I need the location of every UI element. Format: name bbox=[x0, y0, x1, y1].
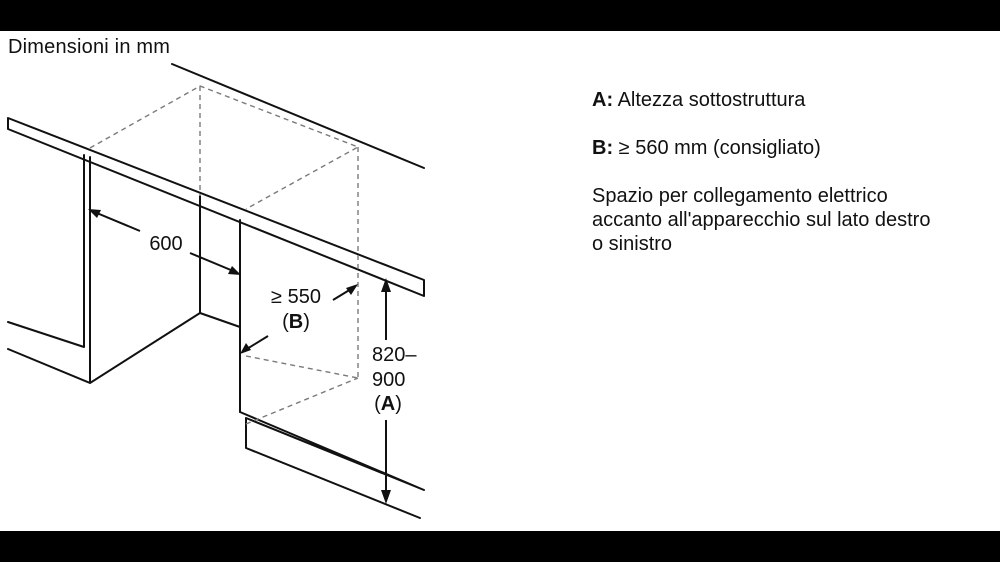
depth-ref-letter: B bbox=[289, 311, 303, 333]
legend-item-a: A: Altezza sottostruttura bbox=[592, 88, 992, 112]
units-caption: Dimensioni in mm bbox=[8, 36, 171, 58]
electrical-connection-note: Spazio per collegamento elettrico accant… bbox=[592, 184, 992, 256]
height-ref-letter: A bbox=[381, 393, 395, 415]
depth-label: ≥ 550 bbox=[271, 286, 321, 308]
height-arrowhead-bottom bbox=[381, 490, 391, 504]
back-wall-edge bbox=[171, 63, 425, 169]
niche-dashed-outline bbox=[89, 85, 360, 425]
right-cabinet bbox=[239, 411, 425, 519]
width-dimension-line bbox=[91, 210, 239, 274]
height-label-bottom: 900 bbox=[372, 369, 405, 391]
height-label-top: 820– bbox=[372, 344, 417, 366]
note-line: o sinistro bbox=[592, 233, 673, 255]
left-cabinet bbox=[7, 154, 201, 384]
legend: A: Altezza sottostruttura B: ≥ 560 mm (c… bbox=[592, 88, 992, 256]
legend-key: B: bbox=[592, 137, 614, 159]
width-arrowhead-left bbox=[88, 209, 101, 218]
recess-interior bbox=[199, 195, 241, 413]
width-arrowhead-right bbox=[228, 266, 241, 275]
height-arrowhead-top bbox=[381, 278, 391, 292]
legend-text: Altezza sottostruttura bbox=[613, 89, 806, 111]
note-line: accanto all'apparecchio sul lato destro bbox=[592, 209, 931, 231]
worktop-slab bbox=[7, 117, 425, 297]
legend-key: A: bbox=[592, 89, 614, 111]
svg-text:(B): (B) bbox=[282, 311, 310, 333]
svg-text:(A): (A) bbox=[374, 393, 402, 415]
width-label: 600 bbox=[149, 233, 182, 255]
note-line: Spazio per collegamento elettrico bbox=[592, 185, 888, 207]
depth-arrowhead-bottom bbox=[240, 343, 251, 354]
legend-item-b: B: ≥ 560 mm (consigliato) bbox=[592, 136, 992, 160]
bottom-letterbox-bar bbox=[0, 531, 1000, 562]
top-letterbox-bar bbox=[0, 0, 1000, 31]
depth-arrowhead-top bbox=[346, 284, 358, 295]
legend-text: ≥ 560 mm (consigliato) bbox=[613, 137, 821, 159]
